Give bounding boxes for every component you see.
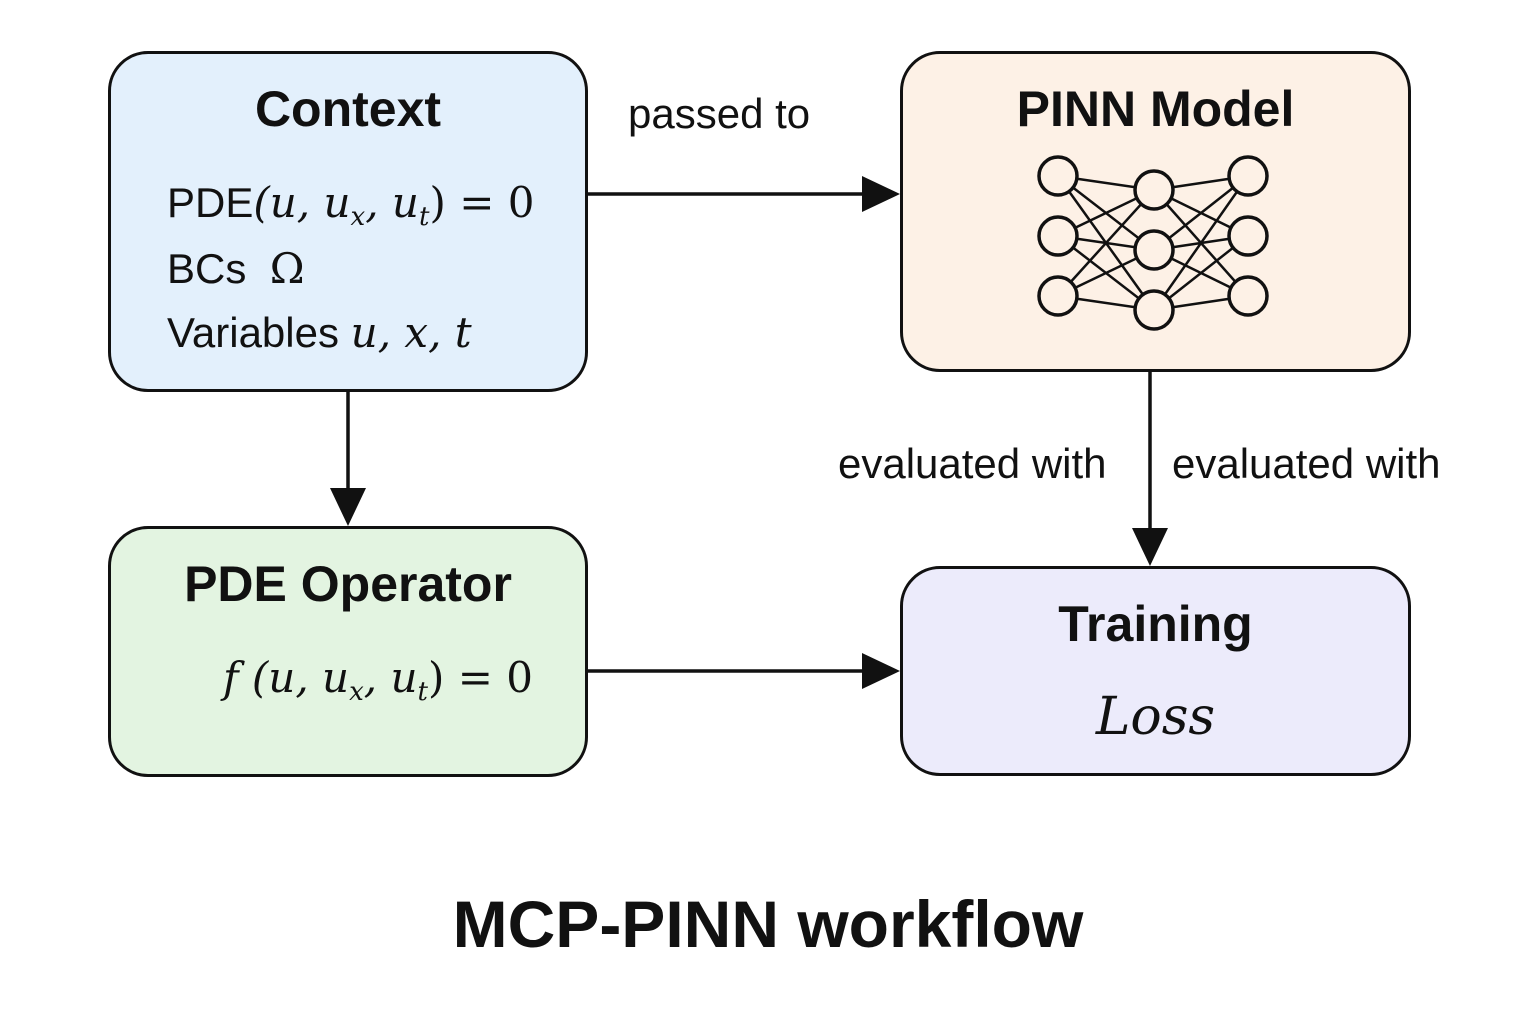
expr-sep: , u [363, 653, 418, 702]
network-node [1133, 289, 1175, 331]
bcs-symbol: Ω [269, 244, 305, 293]
arrowhead-pinn-to-training [1132, 528, 1168, 566]
arrowhead-context-to-operator [330, 488, 366, 526]
pde-operator-title: PDE Operator [184, 556, 512, 612]
arrowhead-context-to-pinn [862, 176, 900, 212]
pde-operator-expression: f (u, ux, ut) = 0 [223, 653, 534, 705]
context-title: Context [254, 81, 442, 137]
variables-label: Variables [167, 309, 339, 356]
pinn-model-title: PINN Model [1016, 81, 1295, 137]
context-bcs: BCs Ω [167, 244, 305, 293]
network-node [1133, 229, 1175, 271]
expr-sub-x: x [349, 676, 364, 707]
training-loss: Loss [1095, 687, 1216, 747]
pde-operator-box: PDE Operator f (u, ux, ut) = 0 [108, 526, 588, 777]
network-node [1037, 215, 1079, 257]
network-connection [1057, 189, 1155, 297]
expr-suffix: ) = 0 [428, 653, 534, 702]
diagram-caption: MCP-PINN workflow [452, 887, 1084, 961]
expr-sub-t: t [417, 676, 429, 707]
edge-label-evaluated-with-right: evaluated with [1172, 440, 1441, 487]
training-title: Training [1058, 596, 1253, 652]
training-box: Training Loss [900, 566, 1411, 776]
network-node [1133, 169, 1175, 211]
pde-sub-t: t [419, 201, 430, 232]
pde-sep: , u [365, 178, 419, 227]
edge-label-evaluated-with-left: evaluated with [838, 440, 1107, 487]
variables-value: u, x, t [350, 308, 472, 357]
arrowhead-operator-to-training [862, 653, 900, 689]
network-node [1037, 155, 1079, 197]
edge-label-passed-to: passed to [628, 90, 811, 137]
pde-prefix: PDE [167, 179, 254, 226]
network-node [1227, 275, 1269, 317]
pde-suffix: ) = 0 [429, 178, 535, 227]
pinn-model-box: PINN Model [900, 51, 1411, 372]
network-node [1227, 215, 1269, 257]
network-connection [1152, 175, 1250, 311]
bcs-label: BCs [167, 245, 247, 292]
neural-network-icon [1037, 155, 1269, 331]
context-pde-equation: PDE(u, ux, ut) = 0 [167, 178, 535, 230]
context-box: Context PDE(u, ux, ut) = 0 BCs Ω Variabl… [108, 51, 588, 392]
expr-args: (u, u [238, 653, 350, 702]
network-node [1037, 275, 1079, 317]
pde-sub-x: x [350, 201, 366, 232]
context-variables: Variables u, x, t [167, 308, 472, 357]
pde-args: (u, u [253, 178, 351, 227]
network-node [1227, 155, 1269, 197]
expr-f: f [223, 653, 239, 702]
